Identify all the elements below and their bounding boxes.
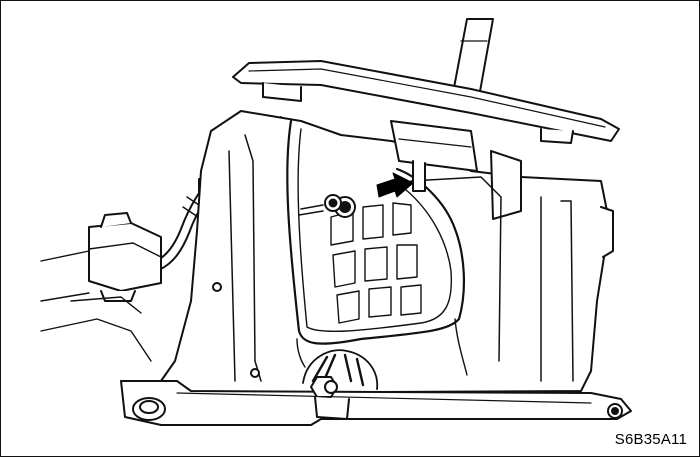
figure-code-label: S6B35A11 <box>614 431 687 448</box>
base-flange <box>120 380 632 426</box>
housing-ribs <box>330 202 422 324</box>
top-cover-plate <box>232 60 620 144</box>
mounting-boss-center <box>212 282 260 378</box>
shift-lever-rod <box>452 18 494 98</box>
bolt-icon <box>302 349 379 420</box>
mounting-boss-right <box>607 403 623 419</box>
direction-arrow-icon <box>376 172 414 198</box>
shift-gate-bracket <box>286 119 468 376</box>
mounting-boss-left <box>132 397 166 421</box>
connector-block <box>40 212 162 362</box>
shifter-housing <box>160 110 614 394</box>
latch-box <box>390 120 478 192</box>
nut-icon <box>298 194 356 218</box>
